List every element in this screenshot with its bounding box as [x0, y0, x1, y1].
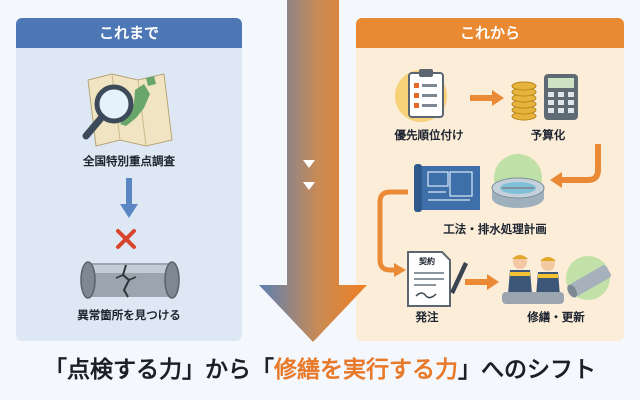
title-part1: 「点検する力」から「	[44, 357, 274, 383]
priority-checklist-icon	[395, 69, 447, 122]
arrow-right-icon	[465, 274, 499, 290]
after-step3-label: 工法・排水処理計画	[443, 222, 547, 236]
cracked-pipe-icon	[80, 229, 180, 299]
arrow-down-icon	[120, 178, 138, 218]
shift-title: 「点検する力」から「修繕を実行する力」へのシフト	[0, 350, 640, 390]
before-header-text: これまで	[98, 24, 159, 42]
japan-map-magnifier-icon	[82, 73, 173, 147]
before-step2-label: 異常箇所を見つける	[77, 308, 181, 322]
title-part3: 」へのシフト	[458, 357, 596, 383]
arrow-right-icon	[470, 90, 504, 106]
arrow-curve-down-icon	[377, 189, 408, 277]
title-highlight: 修繕を実行する力	[274, 357, 458, 383]
after-step4-label: 発注	[415, 310, 439, 324]
coins-calculator-icon	[511, 74, 578, 121]
after-header-text: これから	[459, 24, 520, 42]
blueprint-wastewater-icon	[414, 154, 545, 212]
contract-document-icon	[407, 251, 468, 307]
shift-arrow-icon	[259, 0, 367, 342]
before-header: これまで	[16, 18, 242, 48]
after-step5-label: 修繕・更新	[527, 310, 585, 324]
after-step1-label: 優先順位付け	[394, 128, 464, 142]
contract-label: 契約	[419, 257, 435, 266]
arrow-curve-icon	[550, 144, 601, 188]
before-step1-label: 全国特別重点調査	[83, 154, 175, 168]
after-header: これから	[356, 18, 624, 48]
after-step2-label: 予算化	[530, 128, 566, 142]
workers-pipe-repair-icon	[502, 255, 611, 304]
